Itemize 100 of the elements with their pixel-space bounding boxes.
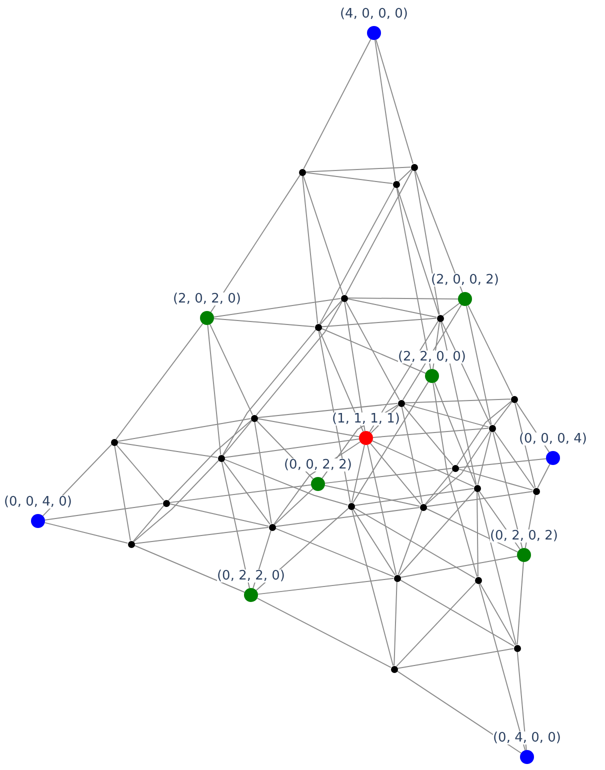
graph-vertex xyxy=(514,644,520,652)
graph-vertex xyxy=(298,168,306,176)
vertex-label: (2, 0, 0, 2) xyxy=(430,274,500,286)
graph-edge xyxy=(396,670,522,754)
graph-vertex xyxy=(392,180,400,188)
graph-edge xyxy=(256,300,343,416)
graph-edge xyxy=(376,39,414,164)
graph-edge xyxy=(372,440,474,488)
graph-edge xyxy=(478,582,526,751)
graph-edge xyxy=(494,430,534,489)
graph-edge xyxy=(344,300,366,432)
graph-edge xyxy=(477,490,517,646)
graph-edge xyxy=(319,186,395,324)
graph-vertex xyxy=(110,438,118,446)
graph-edge xyxy=(304,172,394,184)
graph-edge xyxy=(400,556,518,578)
graph-edge xyxy=(274,506,420,528)
graph-edge xyxy=(320,328,426,374)
graph-edge xyxy=(456,400,512,466)
graph-edge xyxy=(114,444,131,542)
vertex-label: (0, 0, 4, 0) xyxy=(4,496,72,508)
graph-vertex xyxy=(348,502,354,510)
graph-edge xyxy=(354,507,476,579)
vertex-label: (0, 2, 0, 2) xyxy=(490,530,558,542)
graph-edge xyxy=(274,488,314,526)
graph-edge xyxy=(442,302,460,316)
graph-edge xyxy=(494,401,512,426)
graph-vertex xyxy=(128,540,134,548)
graph-edge xyxy=(134,526,270,544)
graph-edge xyxy=(224,458,348,506)
graph-edge xyxy=(479,582,516,646)
graph-edge xyxy=(351,444,365,504)
graph-edge xyxy=(44,522,128,544)
graph-edge xyxy=(210,174,301,313)
graph-edge xyxy=(400,579,514,647)
graph-edge xyxy=(221,460,250,589)
graph-vertex xyxy=(517,548,531,562)
graph-edge xyxy=(401,406,423,504)
graph-vertex xyxy=(420,504,426,510)
graph-edge xyxy=(116,442,218,458)
graph-edge xyxy=(224,438,360,458)
graph-edge xyxy=(424,470,454,505)
graph-edge xyxy=(209,324,253,416)
graph-edge xyxy=(345,170,413,296)
graph-edge xyxy=(44,502,164,521)
graph-vertex xyxy=(250,414,258,422)
graph-edge xyxy=(352,508,396,576)
graph-vertex xyxy=(520,750,534,764)
graph-edge xyxy=(207,324,222,456)
graph-vertex xyxy=(394,574,400,582)
graph-edge xyxy=(256,598,392,668)
graph-vertex xyxy=(244,588,258,602)
graph-edge xyxy=(398,490,476,576)
graph-edge xyxy=(374,39,396,182)
graph-edge xyxy=(274,528,394,578)
graph-vertex xyxy=(546,451,560,465)
graph-edge xyxy=(434,382,476,486)
graph-edge xyxy=(537,464,550,488)
graph-edge xyxy=(345,300,400,400)
vertex-label: (0, 4, 0, 0) xyxy=(492,732,562,744)
graph-edge xyxy=(256,418,360,438)
graph-edge xyxy=(394,581,398,666)
graph-edge xyxy=(324,485,420,507)
graph-edge xyxy=(396,186,440,316)
graph-edge xyxy=(426,508,518,552)
vertex-label: (4, 0, 0, 0) xyxy=(340,8,408,20)
graph-vertex xyxy=(268,524,276,530)
graph-edge xyxy=(320,300,342,325)
graph-vertex xyxy=(510,396,518,402)
graph-edge xyxy=(318,330,364,432)
graph-edge xyxy=(476,491,478,577)
graph-edge xyxy=(168,420,252,501)
vertex-label: (0, 0, 2, 2) xyxy=(284,458,352,472)
graph-edge xyxy=(367,444,397,576)
graph-vertex xyxy=(488,424,496,432)
graph-edge xyxy=(396,186,432,370)
graph-edge xyxy=(414,170,463,293)
graph-vertex xyxy=(218,454,224,462)
graph-vertex xyxy=(367,26,381,40)
graph-edge xyxy=(425,430,491,506)
graph-edge xyxy=(396,648,514,669)
graph-edge xyxy=(404,398,511,404)
graph-edge xyxy=(468,304,513,396)
graph-edge xyxy=(372,428,489,438)
graph-edge xyxy=(426,491,534,507)
graph-vertex xyxy=(31,514,45,528)
graph-edge xyxy=(257,578,394,595)
graph-edge xyxy=(116,323,204,440)
graph-edge xyxy=(477,430,492,486)
graph-edge xyxy=(396,582,476,667)
vertex-label: (2, 2, 0, 0) xyxy=(398,350,466,364)
graph-vertex xyxy=(398,400,404,406)
graph-vertex xyxy=(314,324,322,330)
graph-edge xyxy=(402,405,454,466)
graph-edge xyxy=(302,174,318,324)
graph-edge xyxy=(132,505,164,542)
graph-edge xyxy=(168,484,312,504)
graph-edge xyxy=(254,420,272,524)
graph-vertex xyxy=(452,464,458,472)
graph-vertex xyxy=(162,500,170,506)
